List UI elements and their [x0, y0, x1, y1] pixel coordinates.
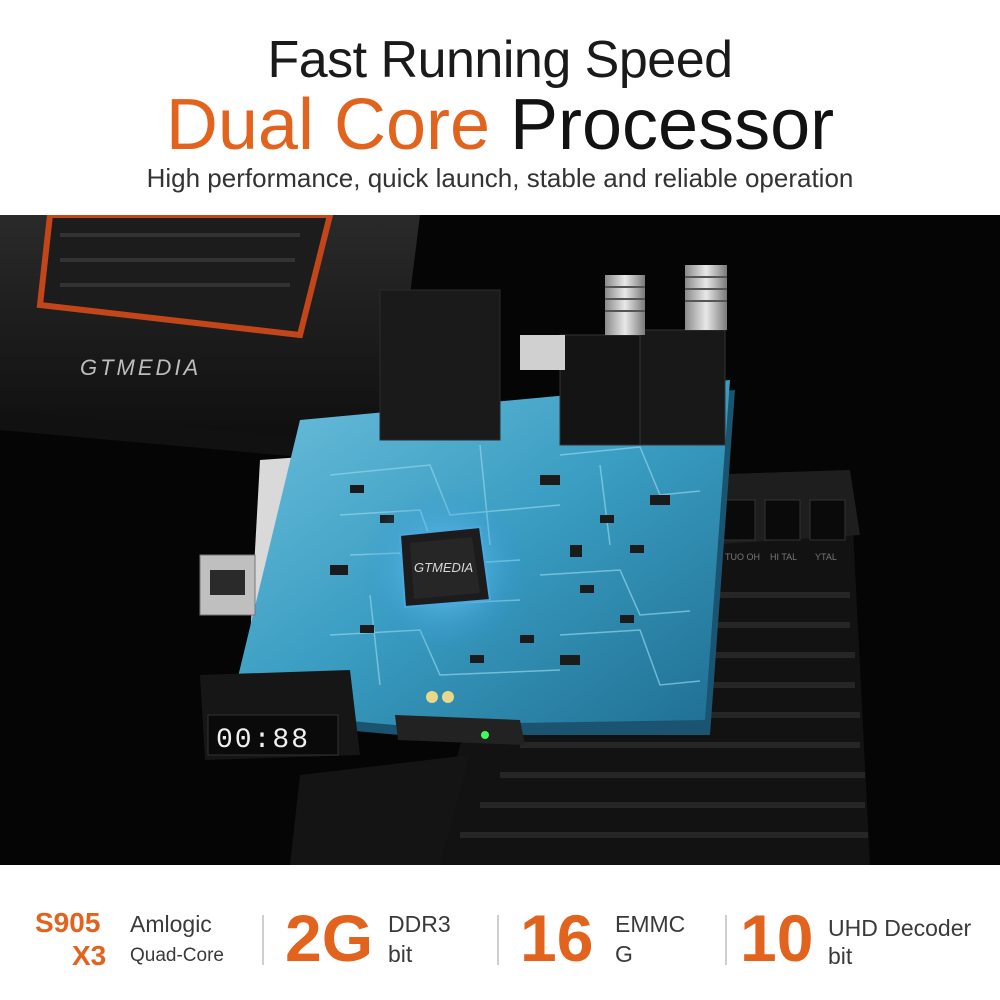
spec-cpu-model-line1: S905: [35, 907, 101, 938]
headline-accent: Dual Core: [165, 85, 490, 165]
chip-label: GTMEDIA: [414, 560, 473, 575]
power-led: [481, 731, 489, 739]
brand-logo: GTMEDIA: [80, 355, 201, 380]
case-top: [0, 215, 420, 465]
headline-subtitle: High performance, quick launch, stable a…: [146, 163, 854, 193]
spec-storage-label-line2: G: [615, 941, 633, 967]
spec-ram-label-line1: DDR3: [388, 911, 451, 937]
specs-bar: S905 X3 Amlogic Quad-Core 2G DDR3 bit 16…: [0, 865, 1000, 1000]
board-illustration: GTMEDIA: [0, 215, 870, 865]
product-image: GTMEDIA: [0, 215, 1000, 865]
spec-cpu-model-line2: X3: [72, 940, 107, 971]
spec-divider: [262, 915, 264, 965]
headline-main: Dual Core Processor: [0, 84, 1000, 166]
spec-storage-label-line1: EMMC: [615, 911, 686, 937]
headline-block: Fast Running Speed Dual Core Processor H…: [0, 0, 1000, 215]
rear-label-2: HI TAL: [770, 552, 797, 562]
headline-top: Fast Running Speed: [267, 31, 733, 89]
spec-cpu-label-line1: Amlogic: [130, 911, 212, 937]
spec-storage: 16 EMMC G: [505, 865, 725, 1000]
display-digits: 00:88: [216, 725, 310, 756]
spec-decoder: 10 UHD Decoder bit: [730, 865, 995, 1000]
rear-label-3: YTAL: [815, 552, 837, 562]
spec-decoder-label-line2: bit: [828, 943, 853, 969]
tuner-modules: [379, 265, 727, 446]
spec-cpu-label-line2: Quad-Core: [130, 945, 224, 966]
headline-rest: Processor: [510, 85, 835, 165]
spec-decoder-label-line1: UHD Decoder: [828, 915, 972, 941]
spec-storage-value: 16: [520, 901, 594, 975]
spec-ram-label-line2: bit: [388, 941, 413, 967]
spec-cpu: S905 X3 Amlogic Quad-Core: [0, 865, 245, 1000]
processor-chip: [360, 485, 530, 655]
front-display: [200, 670, 525, 760]
spec-ram-value: 2G: [285, 901, 374, 975]
spec-ram: 2G DDR3 bit: [270, 865, 500, 1000]
spec-decoder-value: 10: [740, 901, 814, 975]
spec-divider: [725, 915, 727, 965]
rear-label-1: TUO OH: [725, 552, 760, 562]
spec-divider: [497, 915, 499, 965]
